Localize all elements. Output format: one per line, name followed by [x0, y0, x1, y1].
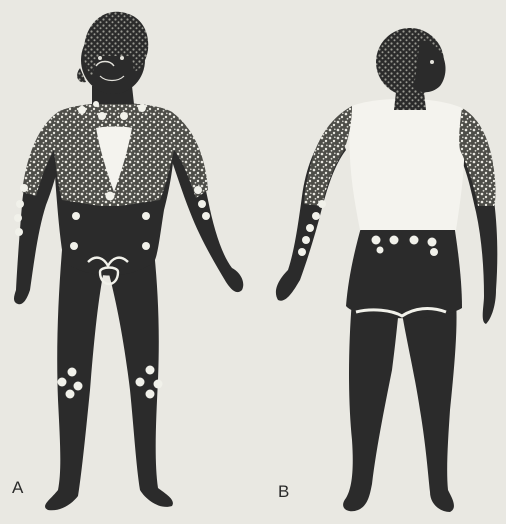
- figure-front-view: [14, 12, 243, 511]
- panel-label-a: A: [12, 478, 23, 498]
- figure-b-head: [376, 28, 446, 110]
- figure-b-left-leg: [343, 300, 400, 511]
- figure-a-head: [77, 12, 148, 94]
- figure-b-right-leg: [400, 300, 457, 512]
- figure-b-right-shoulder-speckle: [459, 108, 495, 206]
- figure-b-back-panel: [350, 99, 465, 230]
- figure-b-left-shoulder-speckle: [304, 106, 352, 206]
- panel-label-b: B: [278, 482, 289, 502]
- figure-a-left-leg: [45, 250, 104, 510]
- figure-b-hips: [346, 224, 462, 318]
- figure-back-view: [276, 28, 497, 512]
